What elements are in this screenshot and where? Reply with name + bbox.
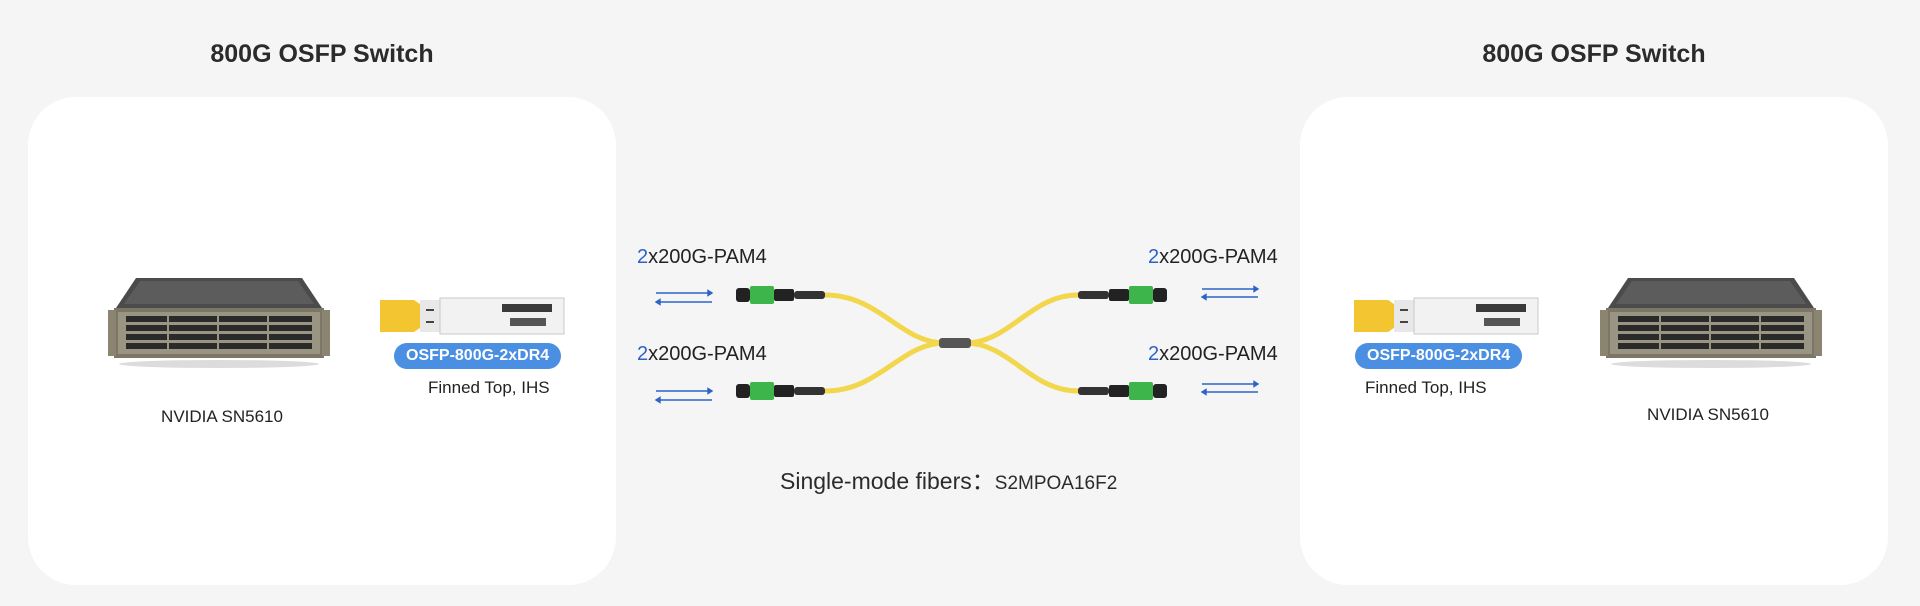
right-module-note: Finned Top, IHS [1365,378,1487,397]
fiber-part-number: S2MPOA16F2 [994,473,1118,494]
lane-label-top-left: 2x200G-PAM4 [637,246,767,268]
lane-label-bottom-left: 2x200G-PAM4 [637,343,767,365]
signal-arrows-top-left [654,289,714,306]
left-switch-caption: NVIDIA SN5610 [161,407,283,426]
lane-label-bottom-right: 2x200G-PAM4 [1148,343,1278,365]
fiber-splitter [939,338,971,348]
right-osfp-module-image [1354,296,1540,336]
right-switch-caption: NVIDIA SN5610 [1647,405,1769,424]
lane-label-top-right: 2x200G-PAM4 [1148,246,1278,268]
right-module-badge: OSFP-800G-2xDR4 [1355,343,1523,369]
signal-arrows-bottom-left [654,387,714,404]
mpo-connector-bottom-right [1078,382,1167,400]
left-module-note: Finned Top, IHS [428,378,550,397]
mpo-connector-top-right [1078,286,1167,304]
left-switch-image [108,272,330,372]
fiber-type-label: Single-mode fibers： [780,468,995,494]
left-osfp-module-image [380,296,566,336]
signal-arrows-top-right [1200,285,1260,301]
left-module-badge: OSFP-800G-2xDR4 [394,343,562,369]
fiber-caption: Single-mode fibers：S2MPOA16F2 [780,462,1117,496]
mpo-connector-bottom-left [736,382,825,400]
left-section-title: 800G OSFP Switch [210,40,434,68]
right-switch-image [1600,272,1822,372]
mpo-connector-top-left [736,286,825,304]
right-section-title: 800G OSFP Switch [1482,40,1706,68]
signal-arrows-bottom-right [1200,380,1260,396]
